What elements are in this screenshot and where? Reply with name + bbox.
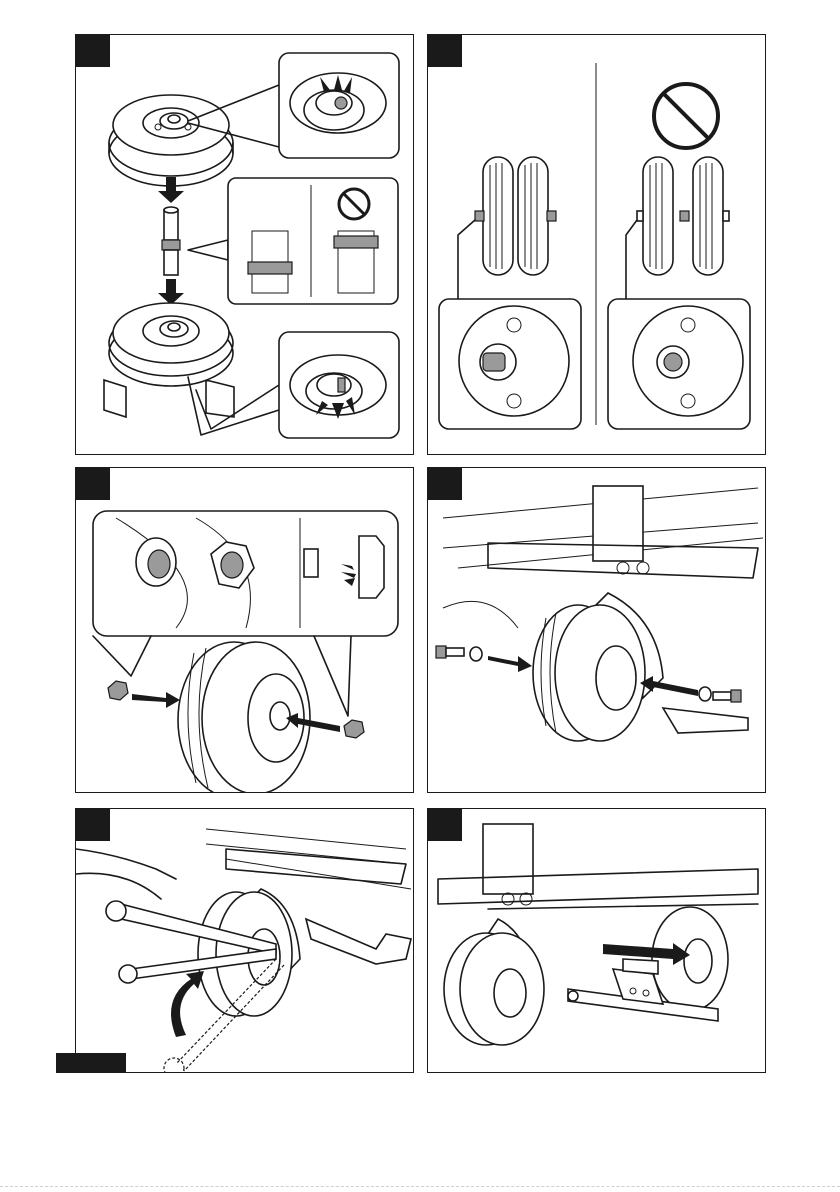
bolt-icon [436,646,464,658]
spacer-tube [162,207,180,275]
arrow-icon [158,279,184,305]
wheel-pair-wrong [637,157,729,275]
nut-icon [344,720,364,738]
washer-icon [699,687,711,701]
step-panel-2 [427,34,766,455]
step-panel-4 [427,467,766,793]
tighten-wrench-illustration [76,809,414,1073]
step-panel-3 [75,467,414,793]
spacer-orientation-illustration [428,35,766,455]
arrow-icon [132,692,180,708]
step-panel-6 [427,808,766,1073]
spacer-comparison-box [228,178,398,304]
wheel-icon [104,303,234,417]
wheel-icon [533,605,645,741]
arrow-icon [171,971,204,1037]
step-panel-1 [75,34,414,455]
wheel-nut-illustration [76,468,414,793]
wheel-icon [109,95,233,186]
step-panel-5 [75,808,414,1073]
page-cut-line [0,1186,840,1187]
remove-jack-illustration [428,809,766,1073]
caster-bolt-illustration [428,468,766,793]
wheel-pair-correct [475,157,556,275]
washer-icon [470,647,482,661]
wheel-icon [652,907,728,1011]
arrow-icon [488,656,532,672]
prohibited-icon [654,84,718,148]
footer-tab [56,1053,126,1073]
zoom-detail-bearing [279,332,399,438]
wheel-spacer-illustration [76,35,414,455]
bolt-icon [713,690,741,702]
wheel-icon [444,933,544,1045]
nut-icon [108,681,128,700]
zoom-detail-grease-fitting [279,53,399,158]
